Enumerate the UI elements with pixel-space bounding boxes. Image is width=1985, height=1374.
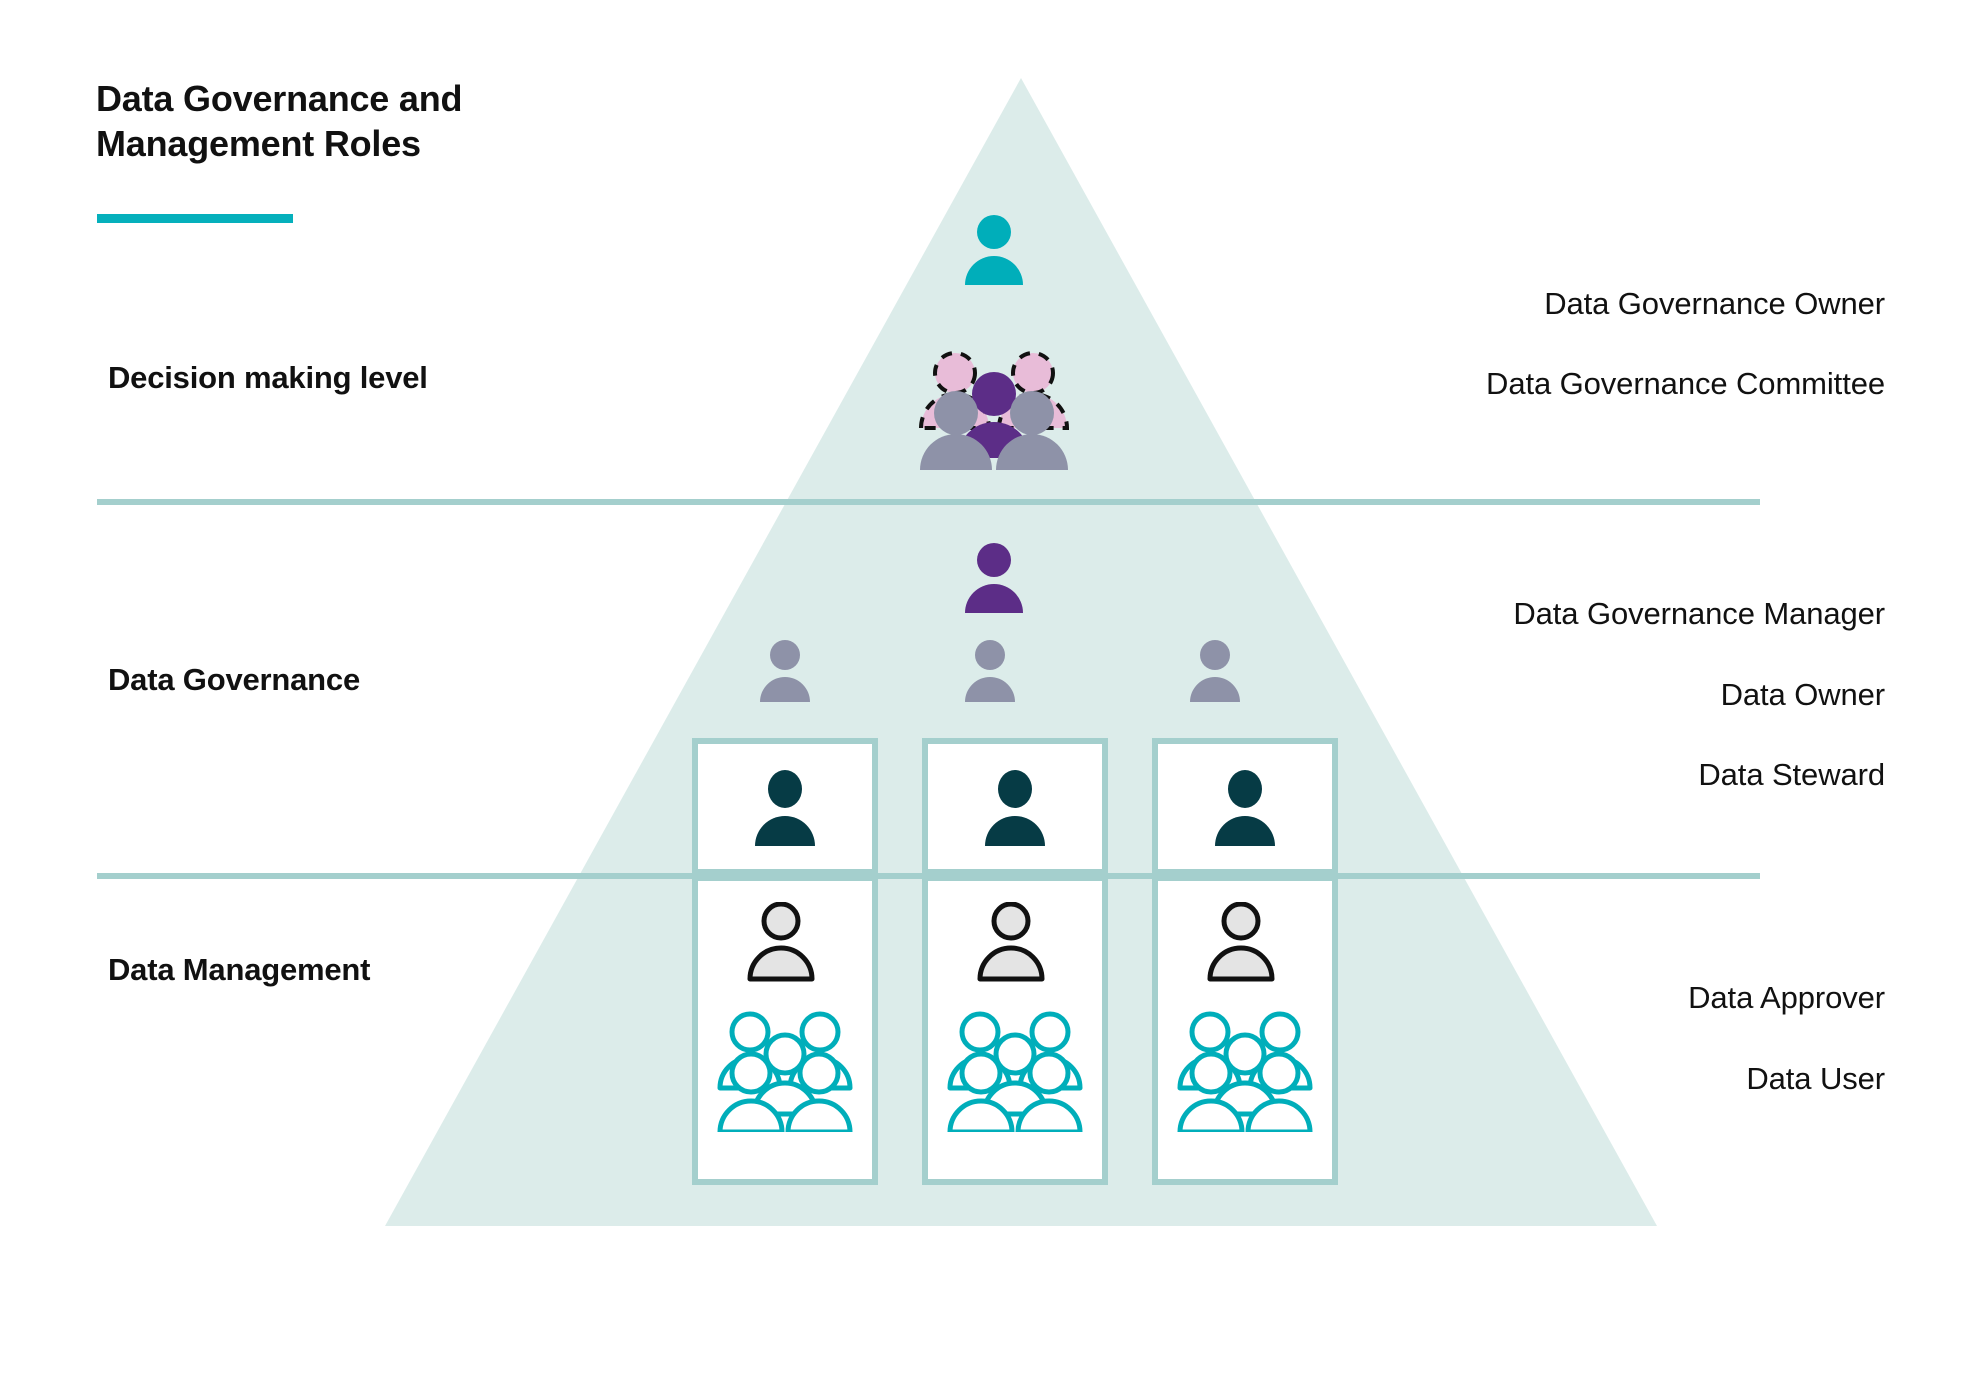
- tier-label-decision-making-level: Decision making level: [108, 360, 428, 395]
- person-icon-data-owner-column-1: [757, 640, 813, 702]
- person-outline-icon-data-approver-column-3: [1204, 902, 1278, 982]
- role-label-data-user: Data User: [1746, 1061, 1885, 1096]
- people-group-icon-data-governance-committee: [918, 350, 1070, 470]
- person-icon-data-governance-manager: [962, 543, 1026, 613]
- people-group-outline-icon-data-user-column-2: [944, 1010, 1086, 1132]
- person-icon-data-steward-column-2: [980, 770, 1050, 846]
- person-icon-data-governance-owner: [962, 215, 1026, 285]
- role-label-data-owner: Data Owner: [1720, 677, 1886, 712]
- person-icon-data-steward-column-1: [750, 770, 820, 846]
- tier-divider-decision-governance: [97, 499, 1760, 505]
- tier-label-data-governance: Data Governance: [108, 662, 360, 697]
- person-outline-icon-data-approver-column-1: [744, 902, 818, 982]
- role-label-data-governance-manager: Data Governance Manager: [1513, 596, 1885, 631]
- person-icon-data-owner-column-3: [1187, 640, 1243, 702]
- person-icon-data-owner-column-2: [962, 640, 1018, 702]
- title-accent-rule: [97, 214, 293, 223]
- role-label-data-approver: Data Approver: [1688, 980, 1885, 1015]
- people-group-outline-icon-data-user-column-1: [714, 1010, 856, 1132]
- role-label-data-governance-committee: Data Governance Committee: [1486, 366, 1885, 401]
- role-label-data-governance-owner: Data Governance Owner: [1544, 286, 1885, 321]
- person-outline-icon-data-approver-column-2: [974, 902, 1048, 982]
- people-group-outline-icon-data-user-column-3: [1174, 1010, 1316, 1132]
- person-icon-data-steward-column-3: [1210, 770, 1280, 846]
- tier-label-data-management: Data Management: [108, 952, 371, 987]
- page-title: Data Governance and Management Roles: [96, 78, 463, 164]
- role-label-data-steward: Data Steward: [1698, 757, 1885, 792]
